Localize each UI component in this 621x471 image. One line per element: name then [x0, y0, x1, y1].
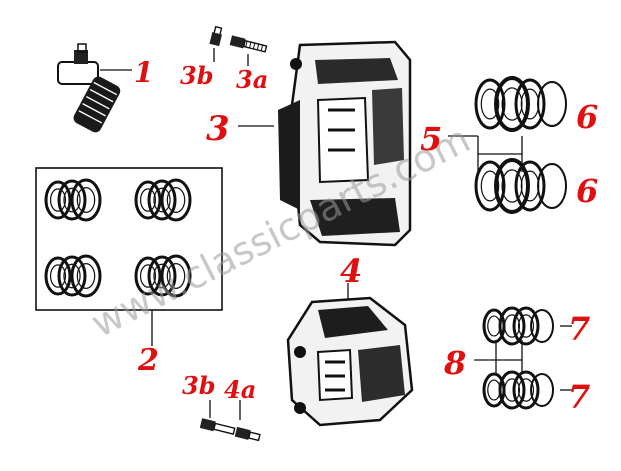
- seal-ring: [44, 180, 72, 220]
- part-2-seal-kit: [35, 167, 223, 346]
- seal-ring-inner: [153, 187, 171, 213]
- seal-ring-inner: [63, 263, 81, 289]
- seal-ring-inner: [49, 188, 67, 212]
- label-4: 4: [340, 252, 362, 290]
- seal-ring: [514, 78, 546, 130]
- seal-ring: [530, 309, 554, 343]
- seal-ring-inner: [503, 378, 521, 402]
- label-1: 1: [134, 56, 153, 89]
- seal-group-7-top: [482, 306, 554, 346]
- label-3a: 3a: [236, 65, 268, 94]
- seal-ring-inner: [76, 263, 96, 290]
- label-3b-top: 3b: [180, 61, 213, 90]
- label-3b-bottom: 3b: [182, 371, 215, 400]
- seal-ring-inner: [517, 378, 535, 402]
- seal-group-7-bottom: [482, 370, 554, 410]
- seal-ring-inner: [166, 263, 186, 290]
- seal-ring: [57, 255, 87, 297]
- seal-ring: [512, 370, 540, 410]
- seal-ring: [70, 178, 102, 222]
- seal-ring-inner: [63, 187, 81, 213]
- seal-ring-inner: [49, 264, 67, 288]
- part-3b-3a-bleeders-top: [209, 25, 268, 66]
- seal-ring: [498, 370, 526, 410]
- label-5: 5: [420, 120, 442, 158]
- label-4a: 4a: [224, 375, 256, 404]
- seal-group-6-top: [474, 76, 567, 132]
- label-3: 3: [206, 109, 230, 149]
- label-7-top: 7: [568, 310, 590, 348]
- seal-ring: [494, 76, 530, 132]
- seal-ring: [147, 179, 177, 221]
- seal-ring-inner: [139, 188, 157, 212]
- part-3-caliper: [238, 40, 412, 247]
- seal-ring: [134, 256, 162, 296]
- part-4-caliper: [286, 283, 414, 427]
- seal-ring-inner: [480, 88, 500, 120]
- seal-ring: [498, 306, 526, 346]
- seal-ring: [537, 163, 567, 209]
- leader-lines-5-6: [448, 135, 523, 172]
- seal-ring-inner: [517, 314, 535, 338]
- seal-ring-inner: [76, 187, 96, 214]
- leader-lines-7-8: [474, 325, 572, 391]
- label-8: 8: [443, 344, 466, 382]
- label-6-top: 6: [576, 98, 598, 136]
- label-6-bottom: 6: [576, 172, 598, 210]
- seal-ring: [494, 158, 530, 214]
- seal-ring: [70, 254, 102, 298]
- seal-ring-inner: [153, 263, 171, 289]
- seal-ring: [514, 160, 546, 212]
- seal-ring: [474, 78, 506, 130]
- label-7-bottom: 7: [568, 378, 590, 416]
- seal-group-6-bottom: [474, 158, 567, 214]
- seal-ring: [512, 306, 540, 346]
- seal-ring: [44, 256, 72, 296]
- seal-ring: [160, 254, 192, 298]
- seal-ring-inner: [487, 379, 501, 401]
- seal-ring: [134, 180, 162, 220]
- seal-ring: [530, 373, 554, 407]
- seal-ring-inner: [139, 264, 157, 288]
- seal-ring-inner: [480, 170, 500, 202]
- seal-ring: [160, 178, 192, 222]
- seal-ring: [57, 179, 87, 221]
- seal-ring: [537, 81, 567, 127]
- seal-ring: [474, 160, 506, 212]
- part-1-cylinder: [57, 43, 132, 133]
- seal-ring: [147, 255, 177, 297]
- seal-ring-inner: [487, 315, 501, 337]
- label-2: 2: [137, 343, 159, 378]
- seal-ring-inner: [166, 187, 186, 214]
- seal-ring-inner: [503, 314, 521, 338]
- part-3b-4a-bleeders-bottom: [199, 400, 261, 442]
